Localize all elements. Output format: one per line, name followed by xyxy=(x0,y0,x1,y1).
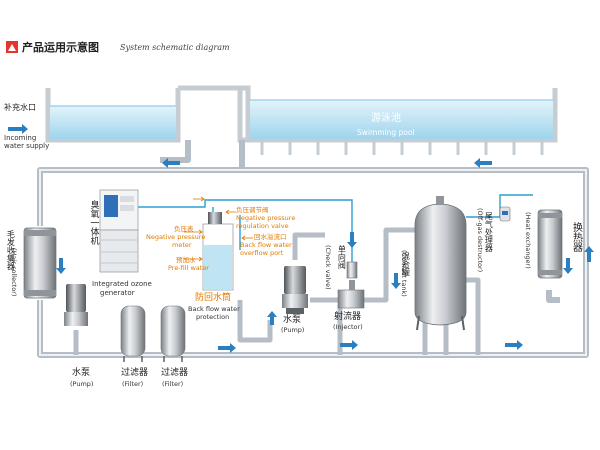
filter1-cn: 过滤器 xyxy=(121,368,149,378)
ozone-lines xyxy=(138,194,533,265)
arrow-left-down xyxy=(56,258,66,274)
check-valve-en: (Check valve) xyxy=(324,245,332,290)
filter1-en: (Filter) xyxy=(122,380,144,388)
injector-cn: 射流器 xyxy=(334,312,362,322)
hair-collector-en: (Hair collector) xyxy=(10,248,18,297)
inner-pipes xyxy=(73,227,481,355)
arrow-check-down xyxy=(347,232,357,248)
pump-bottom-cn: 水泵 xyxy=(72,368,91,378)
filter-2 xyxy=(160,305,186,362)
pump-mid-en: (Pump) xyxy=(281,326,305,334)
backflow-en-2: protection xyxy=(196,313,230,321)
mid-pump xyxy=(282,266,308,314)
injector xyxy=(337,280,365,309)
backflow-tank xyxy=(202,212,234,291)
overflow-cn: 回水溢流口 xyxy=(254,233,287,241)
filter2-en: (Filter) xyxy=(162,380,184,388)
offgas-en: (Off-gas destructor) xyxy=(476,208,484,273)
arrow-top-right xyxy=(474,158,492,168)
balance-tank xyxy=(45,88,181,143)
ozone-generator-cn: 臭氧一体机 xyxy=(88,200,99,245)
offgas-destructor xyxy=(499,206,511,222)
pool-label-en: Swimming pool xyxy=(357,128,415,137)
title-cn: 产品运用示意图 xyxy=(22,41,99,54)
ozone-generator-en-1: Integrated ozone xyxy=(92,280,152,288)
contact-tank-cn: 混合罐 xyxy=(401,252,411,276)
arrow-bottom-1 xyxy=(218,343,236,353)
arrow-heat-up xyxy=(584,246,594,262)
injector-en: (Injector) xyxy=(333,323,363,331)
hair-collector xyxy=(23,227,57,299)
makeup-inlet-label: 补充水口 xyxy=(4,103,36,112)
header-icon xyxy=(6,41,18,53)
arrow-top-left xyxy=(162,158,180,168)
neg-valve-en-2: regulation valve xyxy=(236,222,289,230)
arrow-bottom-2 xyxy=(340,340,358,350)
arrow-bottom-3 xyxy=(505,340,523,350)
pump-bottom-en: (Pump) xyxy=(70,380,94,388)
neg-valve-en-1: Negative pressure xyxy=(236,214,296,222)
backflow-en-1: Back flow water xyxy=(188,305,240,313)
neg-meter-cn: 负压表 xyxy=(174,225,194,233)
arrow-pump-up xyxy=(267,311,277,325)
overflow-en-1: Back flow water xyxy=(240,241,292,249)
title-en: System schematic diagram xyxy=(120,43,230,52)
arrow-contact-in xyxy=(391,273,401,289)
heat-ex-cn: 换热器 xyxy=(570,222,582,252)
neg-meter-en-1: Negative pressure xyxy=(146,233,206,241)
contact-tank xyxy=(414,196,467,331)
check-valve-cn: 单向阀 xyxy=(337,245,347,269)
incoming-water-line1: Incoming xyxy=(4,134,37,142)
overflow-en-2: overflow port xyxy=(240,249,284,257)
arrow-heat-down xyxy=(563,258,573,274)
pump-mid-cn: 水泵 xyxy=(283,315,302,325)
arrow-incoming xyxy=(8,124,28,134)
incoming-water-line2: water supply xyxy=(4,142,50,150)
heat-exchanger xyxy=(537,209,563,279)
pipe-highlight xyxy=(39,169,587,356)
backflow-cn: 防回水筒 xyxy=(195,293,232,303)
neg-meter-en-2: meter xyxy=(172,241,192,249)
bottom-pump xyxy=(64,284,88,326)
prefill-cn: 预加水 xyxy=(176,256,196,264)
heat-ex-en: (Heat exchanger) xyxy=(524,212,532,269)
orange-pointer-arrows xyxy=(184,196,253,262)
filter2-cn: 过滤器 xyxy=(161,368,189,378)
ozone-generator-unit xyxy=(99,189,139,273)
flow-arrows xyxy=(8,124,594,353)
neg-valve-cn: 负压调节阀 xyxy=(236,206,269,214)
hair-collector-cn: 毛发收集器 xyxy=(6,230,16,270)
check-valve xyxy=(346,261,358,279)
filter-1 xyxy=(120,305,146,362)
swimming-pool-basin xyxy=(178,85,558,155)
prefill-en: Pre-fill water xyxy=(168,264,209,272)
pool-label-cn: 游泳池 xyxy=(371,113,401,124)
offgas-cn: 尾气处理器 xyxy=(484,212,494,252)
ozone-generator-en-2: generator xyxy=(100,289,135,297)
